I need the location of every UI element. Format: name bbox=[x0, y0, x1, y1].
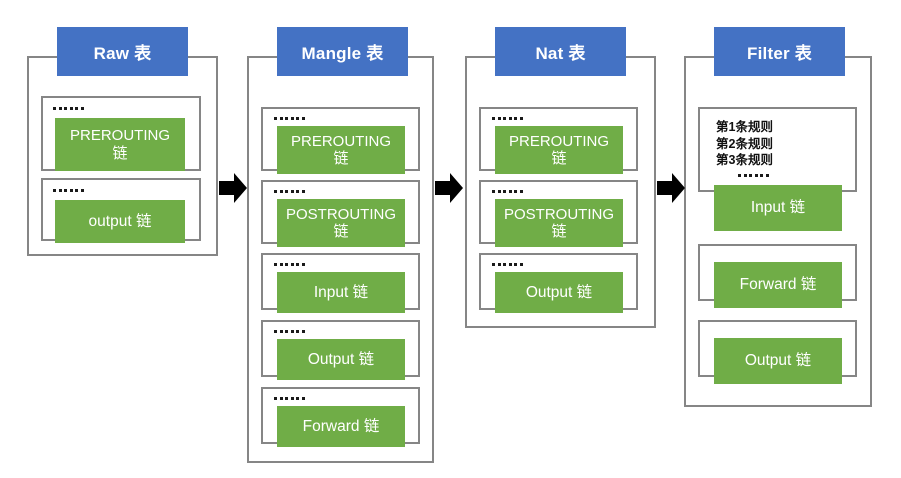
ellipsis-dots-raw-prerouting bbox=[53, 107, 84, 110]
table-header-label: Nat 表 bbox=[535, 44, 586, 63]
filter-rules-list: 第1条规则 第2条规则 第3条规则 bbox=[716, 120, 773, 167]
chain-box-mangle-postrouting[interactable]: POSTROUTING 链 bbox=[277, 199, 405, 247]
ellipsis-dots-mangle-forward bbox=[274, 397, 305, 400]
chain-box-raw-output[interactable]: output 链 bbox=[55, 200, 185, 243]
ellipsis-dots-mangle-input bbox=[274, 263, 305, 266]
table-header-label: Mangle 表 bbox=[301, 44, 384, 63]
ellipsis-dots-nat-postrouting bbox=[492, 190, 523, 193]
chain-box-mangle-output[interactable]: Output 链 bbox=[277, 339, 405, 380]
arrow-mangle-to-nat bbox=[435, 173, 463, 203]
arrow-raw-to-mangle bbox=[219, 173, 247, 203]
table-header-label: Raw 表 bbox=[93, 44, 152, 63]
ellipsis-dots-mangle-postrouting bbox=[274, 190, 305, 193]
chain-box-label: Output 链 bbox=[744, 352, 812, 370]
chain-box-nat-output[interactable]: Output 链 bbox=[495, 272, 623, 313]
chain-box-label: PREROUTING 链 bbox=[290, 132, 391, 167]
chain-card-filter-input bbox=[698, 107, 857, 192]
ellipsis-dots-filter-input bbox=[738, 174, 769, 177]
chain-box-label: Forward 链 bbox=[739, 276, 817, 294]
chain-box-mangle-forward[interactable]: Forward 链 bbox=[277, 406, 405, 447]
table-header-filter: Filter 表 bbox=[714, 27, 845, 76]
chain-box-label: POSTROUTING 链 bbox=[503, 205, 614, 240]
chain-box-label: Input 链 bbox=[750, 199, 806, 217]
ellipsis-dots-raw-output bbox=[53, 189, 84, 192]
ellipsis-dots-nat-output bbox=[492, 263, 523, 266]
chain-box-label: Output 链 bbox=[525, 283, 593, 301]
table-header-nat: Nat 表 bbox=[495, 27, 626, 76]
ellipsis-dots-mangle-output bbox=[274, 330, 305, 333]
chain-box-label: POSTROUTING 链 bbox=[285, 205, 396, 240]
ellipsis-dots-mangle-prerouting bbox=[274, 117, 305, 120]
chain-box-label: Output 链 bbox=[307, 350, 375, 368]
table-header-raw: Raw 表 bbox=[57, 27, 188, 76]
chain-box-filter-forward[interactable]: Forward 链 bbox=[714, 262, 842, 308]
chain-box-mangle-input[interactable]: Input 链 bbox=[277, 272, 405, 313]
table-header-mangle: Mangle 表 bbox=[277, 27, 408, 76]
table-header-label: Filter 表 bbox=[747, 44, 812, 63]
chain-box-label: Forward 链 bbox=[302, 417, 380, 435]
arrow-nat-to-filter bbox=[657, 173, 685, 203]
ellipsis-dots-nat-prerouting bbox=[492, 117, 523, 120]
chain-box-label: PREROUTING 链 bbox=[69, 127, 170, 162]
chain-box-nat-prerouting[interactable]: PREROUTING 链 bbox=[495, 126, 623, 174]
chain-box-label: PREROUTING 链 bbox=[508, 132, 609, 167]
chain-box-filter-output[interactable]: Output 链 bbox=[714, 338, 842, 384]
chain-box-label: Input 链 bbox=[313, 283, 369, 301]
chain-box-mangle-prerouting[interactable]: PREROUTING 链 bbox=[277, 126, 405, 174]
chain-box-raw-prerouting[interactable]: PREROUTING 链 bbox=[55, 118, 185, 171]
chain-box-label: output 链 bbox=[88, 212, 152, 230]
chain-box-nat-postrouting[interactable]: POSTROUTING 链 bbox=[495, 199, 623, 247]
chain-box-filter-input[interactable]: Input 链 bbox=[714, 185, 842, 231]
